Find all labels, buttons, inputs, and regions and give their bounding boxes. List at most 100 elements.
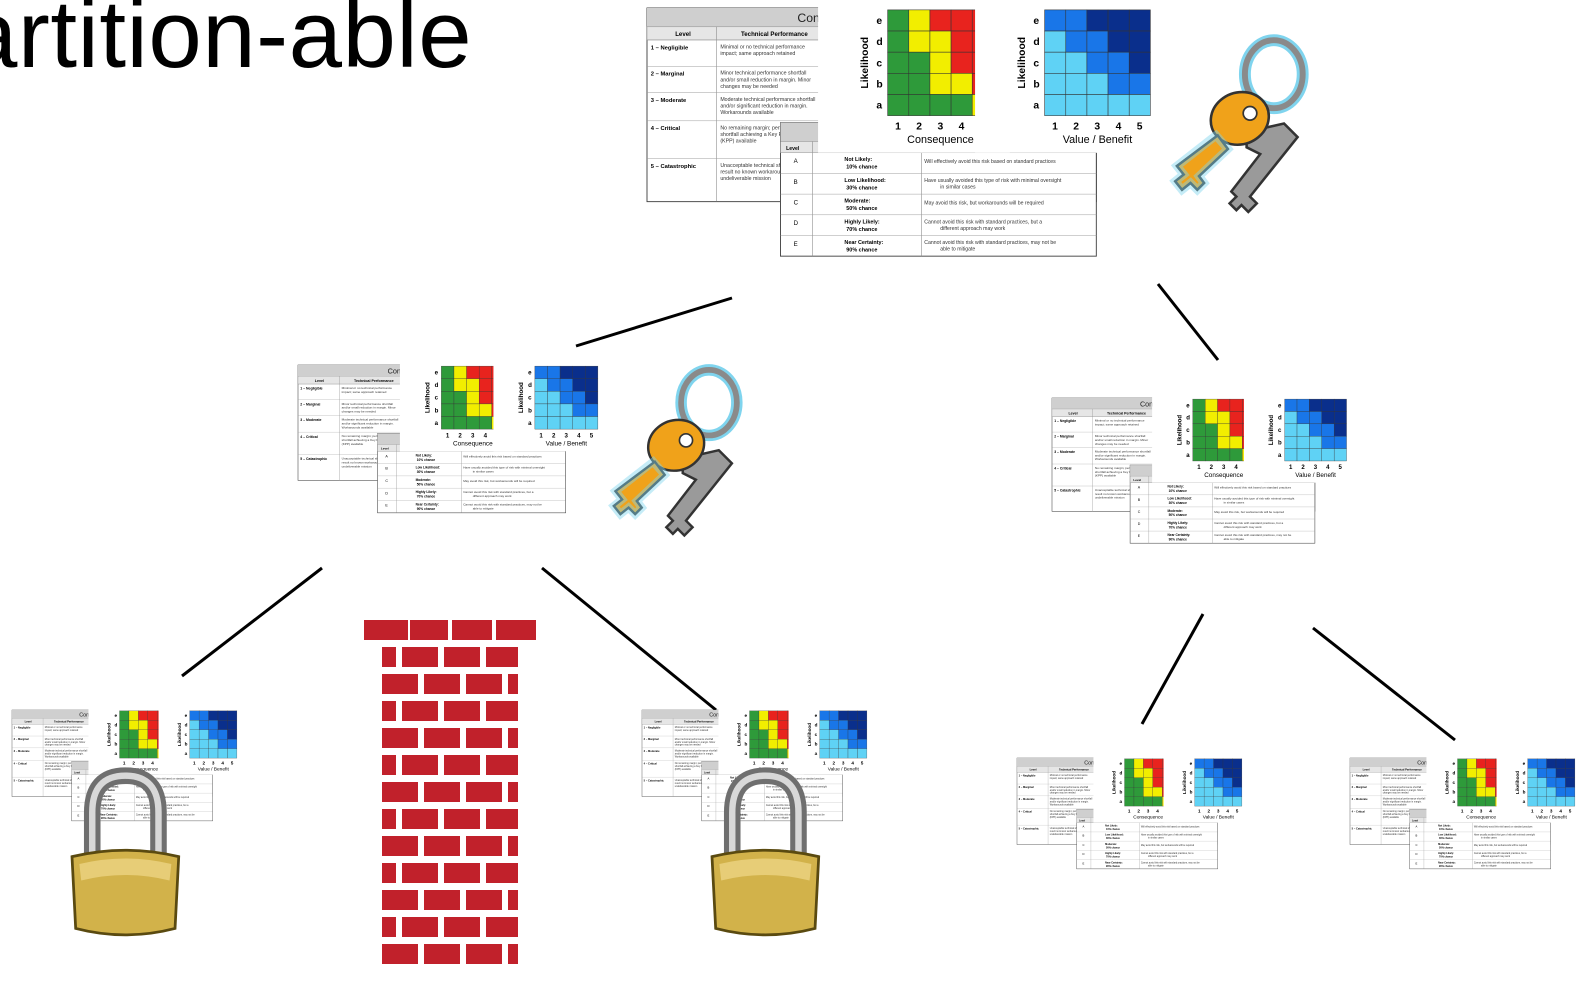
probability-row-text: Will effectively avoid this risk based o… (924, 159, 1056, 165)
probability-row-level: A (385, 454, 388, 458)
matrix-cell (572, 416, 586, 430)
matrix-cell (758, 720, 769, 730)
matrix-cell (1485, 758, 1496, 769)
consequence-row-text: Minimal or no technical performance (45, 726, 83, 729)
probability-header-level: Level (1133, 478, 1141, 482)
consequence-row-text: and/or significant reduction in margin. (45, 753, 84, 756)
matrix-cell (1194, 787, 1205, 797)
probability-row-text: different approach may work (1224, 525, 1262, 529)
matrix-row-label: c (1190, 780, 1193, 785)
consequence-row-text: changes may be needed (45, 745, 71, 747)
probability-row-text: in similar cases (1148, 837, 1165, 840)
matrix-row-label: a (1523, 799, 1526, 804)
matrix-col-label: 1 (1531, 808, 1534, 813)
probability-row-level: A (1138, 486, 1141, 490)
matrix-col-label: 4 (1156, 808, 1159, 813)
consequence-row-text: Moderate technical performance shortfall (720, 97, 815, 103)
matrix-cell (1476, 787, 1486, 797)
matrix-cell (1466, 796, 1477, 807)
matrix-cell (1086, 30, 1109, 53)
consequence-row-text: Minimal or no technical performance (675, 726, 713, 729)
matrix-cell (1222, 796, 1233, 807)
consequence-row-text: shortfall achieving a Key Parameter (45, 765, 82, 768)
probability-row-text: Will effectively avoid this risk based o… (1474, 825, 1533, 828)
matrix-cell (838, 748, 849, 759)
matrix-cell (1476, 777, 1486, 788)
matrix-cell (478, 391, 492, 405)
gold-key-hole (1242, 105, 1258, 121)
matrix-cell (208, 739, 219, 749)
probability-row-text: different approach may work (473, 494, 512, 498)
matrix-col-label: 3 (212, 760, 215, 765)
matrix-cell (466, 416, 480, 430)
matrix-cell (838, 710, 849, 721)
consequence-row-text: Workarounds available (1095, 457, 1127, 461)
matrix-cell (1152, 796, 1163, 807)
probability-row-percent: 50% chance (1106, 846, 1121, 849)
consequence-row-level: 4 – Critical (644, 762, 657, 766)
matrix-cell (441, 391, 455, 405)
matrix-cell (227, 710, 238, 721)
consequence-row-text: No remaining margin; performance (1095, 466, 1143, 470)
probability-row-level: E (1138, 534, 1141, 538)
matrix-col-label: 2 (1470, 808, 1473, 813)
probability-header-level: Level (74, 772, 80, 774)
matrix-cell (1565, 787, 1576, 797)
consequence-table-title: Conse (388, 366, 409, 375)
matrix-cell (1457, 787, 1468, 797)
matrix-row-label: e (815, 713, 818, 718)
matrix-cell (887, 94, 910, 116)
matrix-col-label: 4 (781, 760, 784, 765)
padlock-highlight (79, 858, 172, 881)
matrix-row-label: e (114, 713, 117, 718)
brick (424, 674, 460, 694)
matrix-cell (1466, 768, 1477, 778)
matrix-cell (1065, 30, 1088, 53)
matrix-cell (1143, 796, 1153, 807)
consequence-row-text: and/or small reduction in margin. Minor (1095, 438, 1148, 442)
matrix-cell (1229, 398, 1243, 412)
consequence-row-text: Minor technical performance shortfall (1050, 786, 1089, 789)
matrix-cell (559, 416, 573, 430)
matrix-row-label: d (1033, 37, 1039, 48)
brick (382, 647, 396, 667)
matrix-row-label: b (435, 407, 439, 414)
consequence-row-level: 2 – Marginal (14, 737, 29, 741)
brick (382, 809, 396, 829)
matrix-cell (1107, 73, 1130, 95)
matrix-row-label: d (744, 723, 747, 728)
brick (402, 917, 438, 937)
probability-row-chance: Not Likely: (1438, 824, 1451, 827)
matrix-cell (1232, 768, 1243, 778)
probability-row-chance: Near Certainty: (416, 503, 439, 507)
matrix-col-label: 3 (1480, 808, 1483, 813)
probability-row-text: able to mitigate (1148, 864, 1164, 867)
matrix-row-label: c (1523, 780, 1526, 785)
matrix-cell (478, 403, 492, 417)
brick (382, 944, 418, 964)
matrix-cell (1466, 787, 1477, 797)
matrix-cell (453, 391, 467, 405)
matrix-cell (1284, 448, 1298, 462)
matrix-col-label: 4 (1226, 808, 1229, 813)
probability-row-text: Cannot avoid this risk with standard pra… (1214, 533, 1291, 537)
probability-row-chance: Near Certainty: (100, 813, 118, 816)
matrix-row-label: b (1278, 440, 1282, 446)
padlock-shackle-shine (89, 772, 162, 853)
matrix-row-label: e (1190, 761, 1193, 766)
matrix-row-label: b (815, 741, 818, 746)
probability-row-text: Have usually avoided this type of risk w… (1214, 497, 1294, 501)
probability-row-percent: 30% chance (846, 185, 877, 191)
padlock-shackle-shine (729, 772, 802, 853)
consequence-row-text: undeliverable mission (1095, 496, 1125, 500)
matrix-cell (1217, 398, 1231, 412)
matrix-row-label: e (1119, 761, 1122, 766)
consequence-row-level: 3 – Moderate (644, 749, 660, 753)
probability-row-level: A (1416, 824, 1418, 828)
padlock-icon-left (70, 767, 181, 937)
probability-row-text: in similar cases (473, 470, 494, 474)
matrix-cell (1194, 796, 1205, 807)
